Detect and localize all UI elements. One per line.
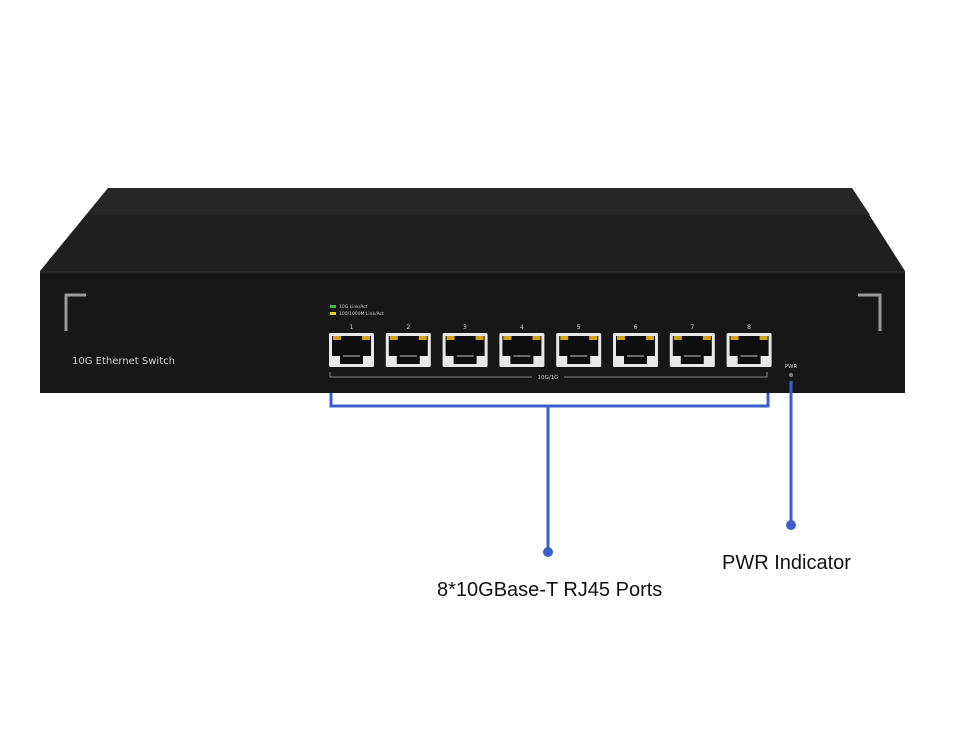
legend-text-10g: 10G Link/Act [339, 304, 368, 310]
rj45-port: 7 [669, 324, 715, 367]
port-number: 4 [520, 324, 524, 331]
rj45-port: 4 [499, 324, 545, 367]
pwr-text: PWR [785, 364, 798, 370]
port-number: 5 [577, 324, 581, 331]
port-pins [683, 355, 701, 357]
port-group-label-bg [532, 371, 564, 381]
port-number: 6 [634, 324, 638, 331]
legend-swatch-10g [330, 305, 336, 308]
rj45-port: 8 [726, 324, 772, 367]
port-socket [559, 336, 599, 364]
port-pins [570, 355, 588, 357]
port-socket [332, 336, 371, 364]
rj45-port: 2 [385, 324, 431, 367]
port-led-icon [532, 336, 541, 340]
rj45-port: 3 [442, 324, 488, 367]
port-led-icon [475, 336, 484, 340]
port-socket [616, 336, 655, 364]
ports-callout-dot-icon [543, 547, 553, 557]
port-led-icon [560, 336, 569, 340]
port-number: 8 [747, 324, 751, 331]
port-socket [672, 336, 712, 364]
rj45-port: 5 [556, 324, 602, 367]
port-number: 3 [463, 324, 467, 331]
port-led-icon [589, 336, 598, 340]
port-pins [627, 355, 644, 357]
port-number: 7 [690, 324, 694, 331]
legend-text-1g: 100/1000M Link/Act [339, 311, 384, 317]
rj45-port: 1 [329, 324, 374, 367]
port-led-icon [646, 336, 654, 340]
port-pins [740, 355, 758, 357]
port-led-icon [446, 336, 455, 340]
chassis-top-sheen [90, 188, 870, 215]
port-pins [456, 355, 474, 357]
led-legend: 10G Link/Act 100/1000M Link/Act [330, 304, 384, 317]
port-led-icon [702, 336, 711, 340]
port-pins [399, 355, 417, 357]
right-bracket-icon [858, 293, 882, 331]
model-label: 10G Ethernet Switch [72, 356, 175, 367]
pwr-indicator-label: PWR Indicator [722, 552, 851, 574]
chassis-front [40, 271, 905, 393]
port-socket [388, 336, 428, 364]
port-led-icon [418, 336, 427, 340]
port-number: 2 [406, 324, 410, 331]
rj45-port: 6 [613, 324, 658, 367]
port-led-icon [389, 336, 398, 340]
port-socket [445, 336, 485, 364]
legend-swatch-1g [330, 312, 336, 315]
left-bracket-icon [64, 293, 86, 331]
pwr-callout-dot-icon [786, 520, 796, 530]
port-socket [502, 336, 542, 364]
port-led-icon [362, 336, 370, 340]
pwr-led-icon [788, 372, 794, 378]
port-led-icon [333, 336, 341, 340]
port-pins [513, 355, 531, 357]
rj45-ports: 1 2 3 4 5 6 7 8 [329, 324, 772, 367]
port-led-icon [730, 336, 739, 340]
port-number: 1 [350, 324, 354, 331]
ports-label: 8*10GBase-T RJ45 Ports [437, 579, 663, 601]
port-led-icon [673, 336, 682, 340]
ports-callout-bracket [329, 393, 770, 408]
port-group-label: 10G/1G [538, 375, 559, 381]
port-led-icon [617, 336, 625, 340]
port-led-icon [503, 336, 512, 340]
port-pins [343, 355, 360, 357]
port-led-icon [759, 336, 768, 340]
port-socket [729, 336, 769, 364]
